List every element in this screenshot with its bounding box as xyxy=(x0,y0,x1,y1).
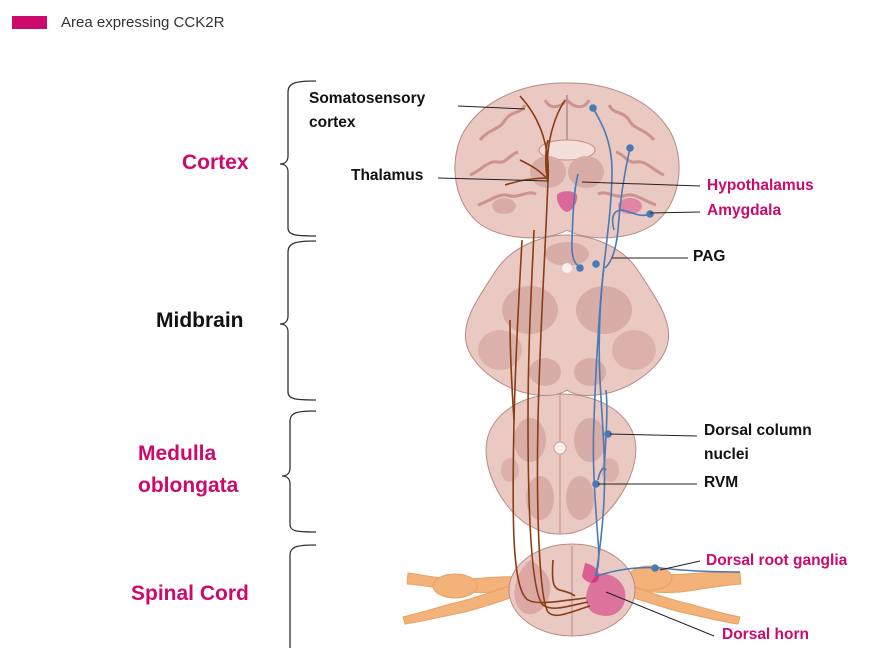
label-dorsal-root-ganglia: Dorsal root ganglia xyxy=(706,550,847,572)
spinal-bracket xyxy=(290,545,316,648)
midbrain-section xyxy=(465,235,668,395)
region-label-medulla-line2: oblongata xyxy=(138,470,238,502)
label-dorsal-horn: Dorsal horn xyxy=(722,624,809,646)
midbrain-bracket xyxy=(280,241,316,400)
legend-label: Area expressing CCK2R xyxy=(61,14,224,31)
label-pag: PAG xyxy=(693,246,725,268)
spinal-cord-section xyxy=(509,544,635,636)
region-label-cortex: Cortex xyxy=(182,147,249,179)
medulla-section xyxy=(486,394,636,534)
medulla-bracket xyxy=(282,411,316,532)
region-brackets xyxy=(280,81,316,648)
label-dorsal-column-line2: nuclei xyxy=(704,444,749,466)
label-thalamus: Thalamus xyxy=(351,165,423,187)
legend: Area expressing CCK2R xyxy=(12,14,224,31)
label-hypothalamus: Hypothalamus xyxy=(707,175,814,197)
region-label-spinal-cord: Spinal Cord xyxy=(131,578,249,610)
legend-swatch xyxy=(12,16,47,29)
region-label-medulla-line1: Medulla xyxy=(138,438,216,470)
region-label-midbrain: Midbrain xyxy=(156,305,244,337)
label-somatosensory-line2: cortex xyxy=(309,112,356,134)
label-amygdala: Amygdala xyxy=(707,200,781,222)
label-somatosensory-line1: Somatosensory xyxy=(309,88,425,110)
label-dorsal-column-line1: Dorsal column xyxy=(704,420,812,442)
label-rvm: RVM xyxy=(704,472,738,494)
